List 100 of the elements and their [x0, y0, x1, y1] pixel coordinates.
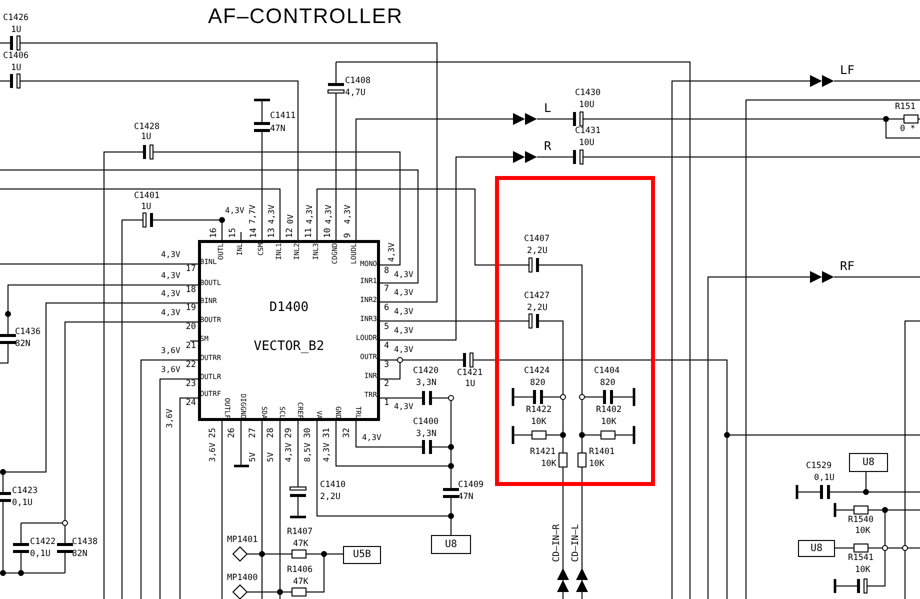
pin-number: 25 [209, 428, 218, 438]
component-label: 820 [530, 379, 546, 388]
component-label: C1529 [806, 462, 832, 470]
voltage-label: 4,3V [325, 204, 333, 224]
pin-number: 21 [186, 342, 196, 350]
pin-number: 16 [210, 228, 218, 238]
component-label: C1407 [524, 235, 550, 244]
pin-number: 20 [186, 323, 196, 332]
component-label: 2,2U [527, 304, 548, 312]
diagram-title: AF–CONTROLLER [208, 6, 404, 27]
pin-number: 14 [250, 228, 258, 238]
pin-number: 30 [304, 428, 312, 438]
component-label: U5B [352, 550, 372, 560]
voltage-label: 4,3V [394, 308, 414, 316]
component-label: C1420 [413, 367, 439, 376]
component-label: R1422 [526, 406, 552, 414]
component-label: C1411 [270, 112, 296, 120]
component-label: C1422 [30, 538, 56, 546]
connector-box [849, 453, 888, 472]
test-point-label: MP1401 [227, 536, 258, 544]
voltage-label: 4,3V [344, 204, 352, 224]
component-label: 0,1U [814, 474, 834, 482]
component-label: U8 [444, 540, 458, 550]
component-label: C1409 [458, 481, 484, 490]
component-label: 0 * [900, 125, 916, 134]
component-label: U8 [862, 458, 875, 468]
component-label: 2,2U [527, 247, 548, 256]
voltage-label: 3,6V [161, 347, 180, 355]
component-label: 10K [531, 418, 546, 426]
signal-label: CD–IN–R [553, 524, 562, 562]
pin-number: 12 [286, 228, 294, 238]
voltage-label: 4,3V [161, 309, 180, 317]
component-label: C1423 [12, 487, 38, 496]
component-label: R1541 [848, 554, 874, 562]
component-label: 3,3N [416, 379, 436, 388]
pin-number: 3 [384, 361, 390, 370]
voltage-label: 4,3V [268, 204, 276, 224]
connector-box [343, 546, 381, 564]
component-label: 82N [15, 340, 30, 348]
connector-box [431, 535, 471, 554]
component-label: 47K [293, 540, 308, 548]
voltage-label: 0V [287, 214, 295, 224]
component-label: 1U [11, 64, 22, 72]
pin-number: 27 [249, 428, 258, 438]
component-label: C1426 [3, 14, 29, 22]
pin-number: 11 [305, 228, 314, 238]
component-label: R1421 [530, 448, 556, 456]
voltage-label: 3,6V [161, 366, 180, 374]
component-label: VECTOR_B2 [254, 340, 324, 353]
pin-number: 19 [186, 304, 196, 312]
ic-chip [198, 240, 380, 421]
component-label: C1431 [575, 127, 601, 136]
component-label: 1U [141, 133, 152, 142]
test-point-label: MP1400 [227, 574, 258, 582]
voltage-label: 8,5V [304, 442, 312, 462]
voltage-label: 5V [249, 452, 257, 462]
component-label: C1404 [594, 367, 620, 376]
component-label: 10K [855, 566, 870, 574]
component-label: 4,7U [345, 89, 366, 98]
pin-number: 1 [384, 399, 390, 408]
component-label: 47N [458, 493, 474, 502]
voltage-label: 7,7V [249, 204, 257, 224]
component-label: C1424 [524, 367, 550, 376]
pin-number: 26 [228, 428, 236, 438]
pin-number: 13 [268, 228, 276, 238]
component-label: U8 [810, 544, 823, 554]
component-label: R1407 [287, 528, 313, 536]
component-label: D1400 [269, 301, 309, 314]
pin-number: 7 [384, 285, 390, 294]
voltage-label: 4,3V [394, 403, 414, 411]
component-label: R1540 [848, 516, 874, 524]
pin-number: 28 [267, 428, 276, 438]
signal-label: RF [840, 260, 854, 272]
component-label: C1428 [134, 123, 160, 132]
component-label: R151 [895, 103, 916, 112]
component-label: C1401 [134, 192, 160, 200]
component-label: C1400 [413, 418, 439, 426]
pin-number: 15 [229, 228, 238, 238]
pin-number: 17 [186, 265, 196, 274]
component-label: 82N [72, 550, 88, 558]
component-label: C1436 [15, 328, 41, 336]
pin-number: 6 [384, 304, 390, 312]
voltage-label: 4,3V [394, 289, 414, 297]
pin-number: 2 [384, 380, 390, 388]
voltage-label: 3,6V [166, 408, 174, 428]
component-label: 10K [855, 527, 870, 536]
voltage-label: 4,3V [161, 251, 180, 259]
voltage-label: 4,3V [161, 290, 180, 298]
component-label: C1430 [575, 89, 601, 98]
pin-number: 23 [186, 380, 196, 388]
component-label: 820 [600, 379, 616, 388]
signal-label: L [544, 102, 552, 114]
signal-label: LF [840, 64, 854, 76]
pin-number: 24 [186, 399, 196, 408]
component-label: 2,2U [320, 493, 340, 502]
voltage-label: 4,3V [225, 207, 244, 215]
component-label: 3,3N [416, 430, 436, 438]
component-label: 47N [270, 125, 286, 134]
connector-box [798, 540, 835, 557]
wire [316, 420, 452, 536]
